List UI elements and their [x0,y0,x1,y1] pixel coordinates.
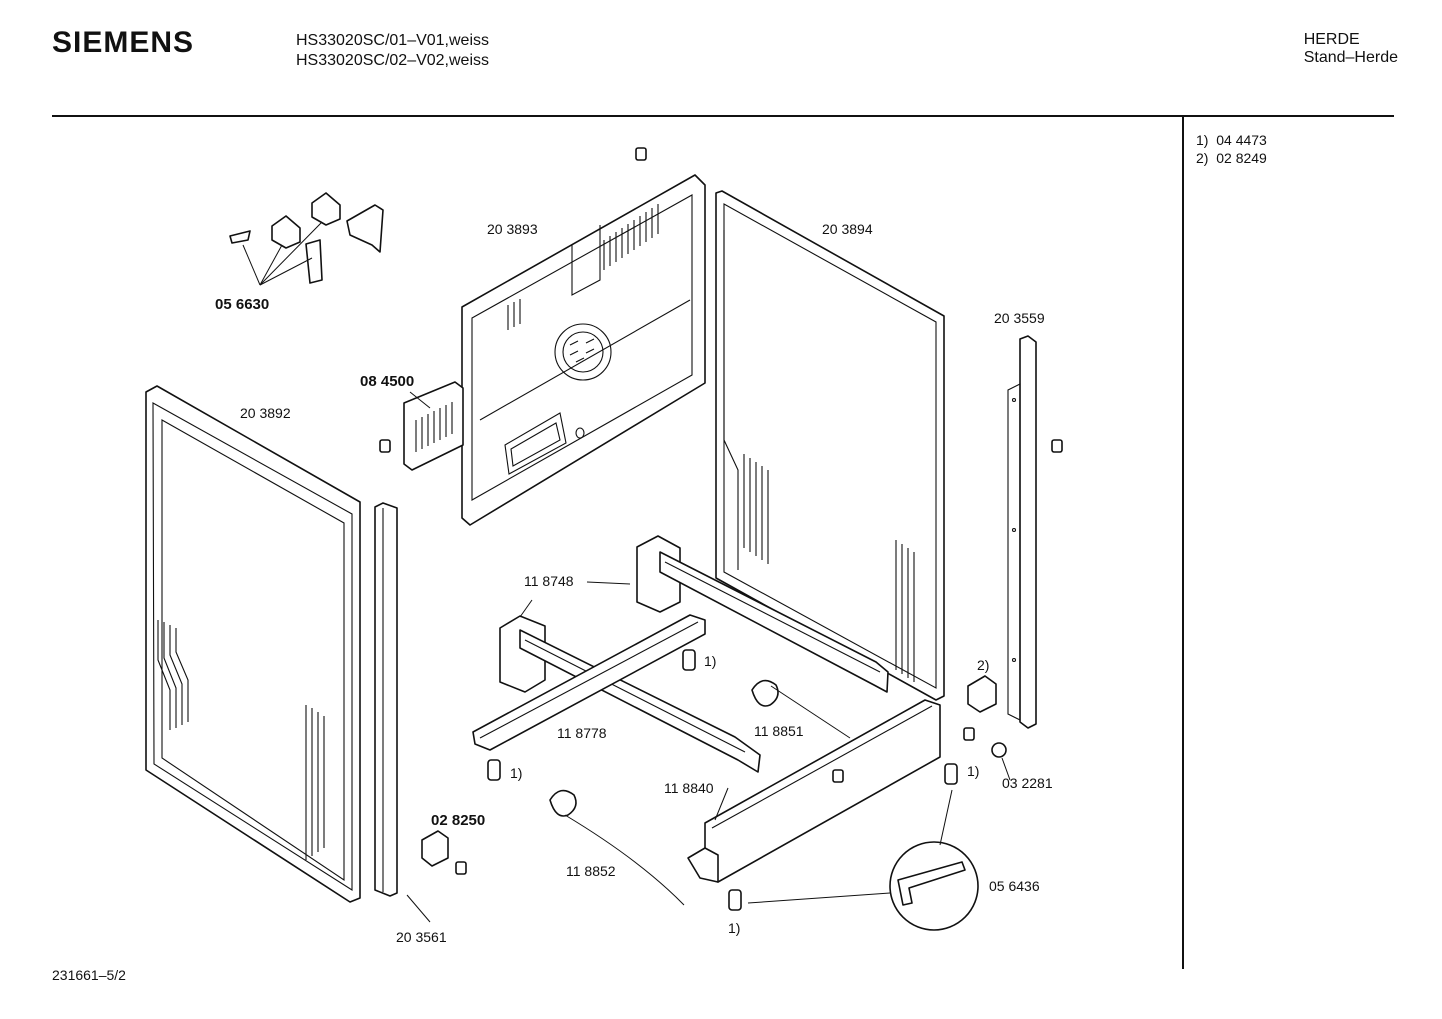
footnote-ref-1a: 1) [704,653,716,669]
label-203892: 20 3892 [240,405,291,421]
vent-grille [403,381,464,471]
exploded-parts-diagram: 05 6630 20 3893 20 3894 20 3559 08 4500 … [145,147,1063,945]
brand-logo: SIEMENS [52,26,195,59]
sidebar-rule [1182,117,1184,969]
label-084500: 08 4500 [360,373,414,390]
header-rule [52,115,1394,117]
front-strip [374,502,398,897]
cross-rail [472,614,706,751]
side-panel-right [715,190,945,701]
footnotes: 1) 04 4473 2) 02 8249 [1196,131,1267,167]
footnote-ref-2: 2) [977,657,989,673]
side-rail [1007,335,1037,729]
label-203894: 20 3894 [822,221,873,237]
document-number: 231661–5/2 [52,967,126,983]
footnote-1: 1) 04 4473 [1196,132,1267,148]
category-line-1: HERDE [1303,31,1360,48]
label-032281: 03 2281 [1002,775,1053,791]
base-bracket-front [499,615,761,773]
label-056630: 05 6630 [215,296,269,313]
label-118852: 11 8852 [566,863,616,879]
model-list: HS33020SC/01–V01,weiss HS33020SC/02–V02,… [296,31,489,71]
base-bracket-rear [636,535,889,693]
label-056436: 05 6436 [989,878,1040,894]
label-118851: 11 8851 [754,723,804,739]
leader-lines [242,221,1011,923]
model-line-2: HS33020SC/02–V02,weiss [296,52,490,69]
label-203893: 20 3893 [487,221,538,237]
label-118778: 11 8778 [557,725,607,741]
label-203561: 20 3561 [396,929,447,945]
label-118748: 11 8748 [524,573,574,589]
label-118840: 11 8840 [664,780,714,796]
footnote-2: 2) 02 8249 [1196,150,1267,166]
front-plinth [687,699,941,883]
category-line-2: Stand–Herde [1303,49,1398,66]
footnote-ref-1d: 1) [728,920,740,936]
rear-panel [461,174,706,526]
model-line-1: HS33020SC/01–V01,weiss [296,32,490,49]
footnote-ref-1b: 1) [510,765,522,781]
hardware [229,147,1063,931]
side-panel-left [145,385,361,903]
part-labels: 05 6630 20 3893 20 3894 20 3559 08 4500 … [215,221,1053,945]
footnote-ref-1c: 1) [967,763,979,779]
label-203559: 20 3559 [994,310,1045,326]
label-028250: 02 8250 [431,812,485,829]
category: HERDE Stand–Herde [1304,31,1398,67]
